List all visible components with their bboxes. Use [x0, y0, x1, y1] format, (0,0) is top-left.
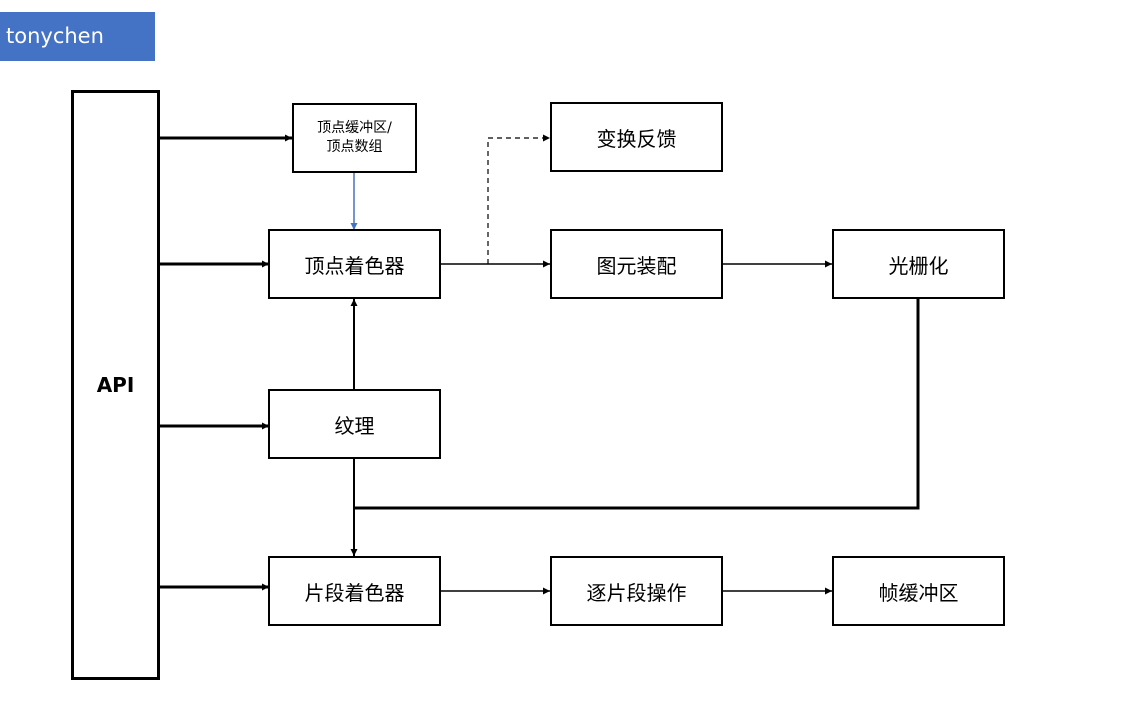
author-tag: tonychen	[0, 12, 155, 61]
vertex-shader-node: 顶点着色器	[268, 229, 441, 299]
texture-node: 纹理	[268, 389, 441, 459]
per-fragment-ops-node: 逐片段操作	[550, 556, 723, 626]
framebuffer-node: 帧缓冲区	[832, 556, 1005, 626]
transform-feedback-node: 变换反馈	[550, 102, 723, 172]
edge-rasterization-to-fragment-shader	[354, 299, 920, 510]
rasterization-node: 光栅化	[832, 229, 1005, 299]
fragment-shader-node: 片段着色器	[268, 556, 441, 626]
edge-to-transform-feedback	[487, 134, 550, 264]
primitive-assembly-node: 图元装配	[550, 229, 723, 299]
api-node: API	[71, 90, 160, 680]
vertex-buffer-node: 顶点缓冲区/ 顶点数组	[292, 103, 417, 173]
